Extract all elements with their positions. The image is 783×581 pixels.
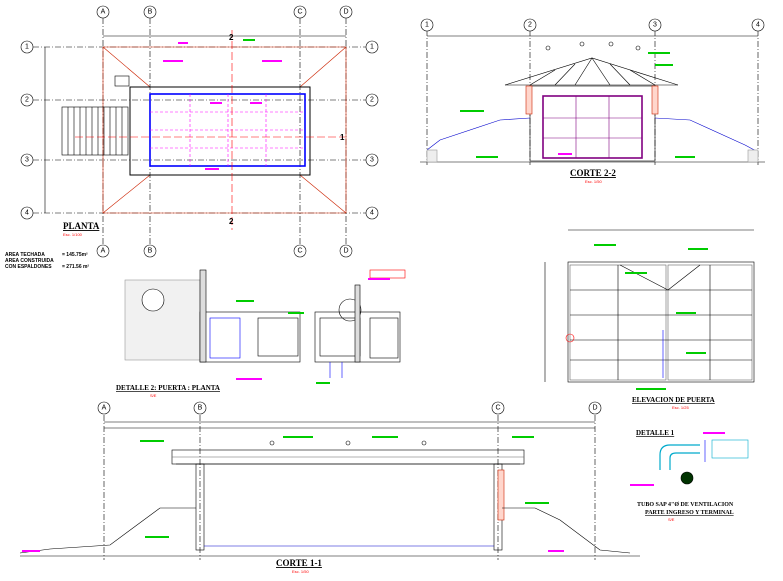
plan-axis-2-left: 2 — [20, 93, 34, 107]
plan-axis-4-left: 4 — [20, 206, 34, 220]
svg-text:1: 1 — [425, 22, 429, 29]
svg-text:C: C — [495, 405, 500, 412]
section22-axis-2: 2 — [523, 18, 537, 32]
svg-text:2: 2 — [528, 22, 532, 29]
svg-text:3: 3 — [370, 157, 374, 164]
svg-text:B: B — [148, 9, 153, 16]
area-table: AREA TECHADA = 145.75m² AREA CONSTRUIDA … — [5, 252, 89, 270]
section-1-1-axis-bubbles: A B C D — [97, 401, 602, 415]
section22-axis-3: 3 — [648, 18, 662, 32]
section-1-1-scale: Esc. 1/50 — [292, 569, 309, 574]
svg-text:D: D — [343, 248, 348, 255]
svg-text:C: C — [297, 248, 302, 255]
vent-detail-title: DETALLE 1 — [636, 429, 675, 437]
vent-detail-caption-1: TUBO SAP 4"Ø DE VENTILACION — [637, 502, 734, 508]
svg-text:A: A — [101, 9, 106, 16]
cut-marker-top: 2 — [229, 33, 234, 42]
svg-text:2: 2 — [25, 97, 29, 104]
section22-axis-1: 1 — [420, 18, 434, 32]
svg-text:C: C — [297, 9, 302, 16]
vent-detail-caption-2: PARTE INGRESO Y TERMINAL — [645, 510, 734, 516]
door-plan-detail — [124, 269, 406, 378]
section11-axis-b: B — [193, 401, 207, 415]
door-elevation-scale: Esc. 1/25 — [672, 405, 689, 410]
svg-text:B: B — [148, 248, 153, 255]
plan-axis-3-right: 3 — [365, 153, 379, 167]
plan-axis-3-left: 3 — [20, 153, 34, 167]
svg-text:D: D — [343, 9, 348, 16]
area-row-value: = 271.56 m² — [62, 264, 89, 270]
svg-text:1: 1 — [25, 44, 29, 51]
cut-marker-right: 1 — [340, 133, 345, 142]
svg-text:4: 4 — [25, 210, 29, 217]
plan-axis-d-top: D — [339, 5, 353, 19]
section11-axis-c: C — [491, 401, 505, 415]
plan-view — [33, 18, 366, 246]
svg-text:2: 2 — [370, 97, 374, 104]
plan-axis-a-top: A — [96, 5, 110, 19]
plan-axis-c-top: C — [293, 5, 307, 19]
vent-detail — [659, 439, 749, 485]
svg-text:B: B — [198, 405, 203, 412]
plan-axis-a-bottom: A — [96, 244, 110, 258]
plan-axis-bubbles: A B C D A B C D 1 2 3 4 1 2 3 4 — [20, 5, 379, 258]
plan-axis-d-bottom: D — [339, 244, 353, 258]
svg-text:D: D — [592, 405, 597, 412]
annotation-tags — [22, 39, 725, 552]
plan-axis-1-right: 1 — [365, 40, 379, 54]
svg-text:3: 3 — [25, 157, 29, 164]
svg-text:4: 4 — [756, 22, 760, 29]
section-2-2-axis-bubbles: 1 2 3 4 — [420, 18, 765, 32]
svg-text:3: 3 — [653, 22, 657, 29]
plan-axis-1-left: 1 — [20, 40, 34, 54]
section-2-2-title: CORTE 2-2 — [570, 168, 616, 178]
plan-axis-4-right: 4 — [365, 206, 379, 220]
door-plan-title: DETALLE 2: PUERTA : PLANTA — [116, 384, 220, 392]
area-row-label: AREA CONSTRUIDA — [5, 258, 54, 264]
section-2-2-view — [420, 30, 765, 165]
door-elevation-title: ELEVACION DE PUERTA — [632, 396, 715, 404]
section-1-1-title: CORTE 1-1 — [276, 558, 322, 568]
door-plan-scale: S/E — [150, 393, 157, 398]
area-row-value: = 145.75m² — [62, 252, 88, 258]
svg-text:1: 1 — [370, 44, 374, 51]
section-1-1-view — [19, 415, 640, 560]
svg-text:A: A — [101, 248, 106, 255]
area-row-label: AREA TECHADA — [5, 252, 45, 258]
section22-axis-4: 4 — [751, 18, 765, 32]
plan-axis-c-bottom: C — [293, 244, 307, 258]
svg-text:A: A — [102, 405, 107, 412]
cut-marker-bottom: 2 — [229, 217, 234, 226]
svg-text:4: 4 — [370, 210, 374, 217]
plan-title: PLANTA — [63, 221, 100, 231]
section-2-2-scale: Esc. 1/50 — [585, 179, 602, 184]
section11-axis-a: A — [97, 401, 111, 415]
plan-axis-b-top: B — [143, 5, 157, 19]
plan-scale: Esc. 1/100 — [63, 232, 83, 237]
door-elevation — [544, 229, 755, 383]
section11-axis-d: D — [588, 401, 602, 415]
plan-cut-markers: 2 2 1 — [229, 33, 345, 226]
plan-axis-2-right: 2 — [365, 93, 379, 107]
plan-axis-b-bottom: B — [143, 244, 157, 258]
area-row-label: CON ESPALDONES — [5, 264, 52, 270]
vent-detail-scale: S/E — [668, 517, 675, 522]
